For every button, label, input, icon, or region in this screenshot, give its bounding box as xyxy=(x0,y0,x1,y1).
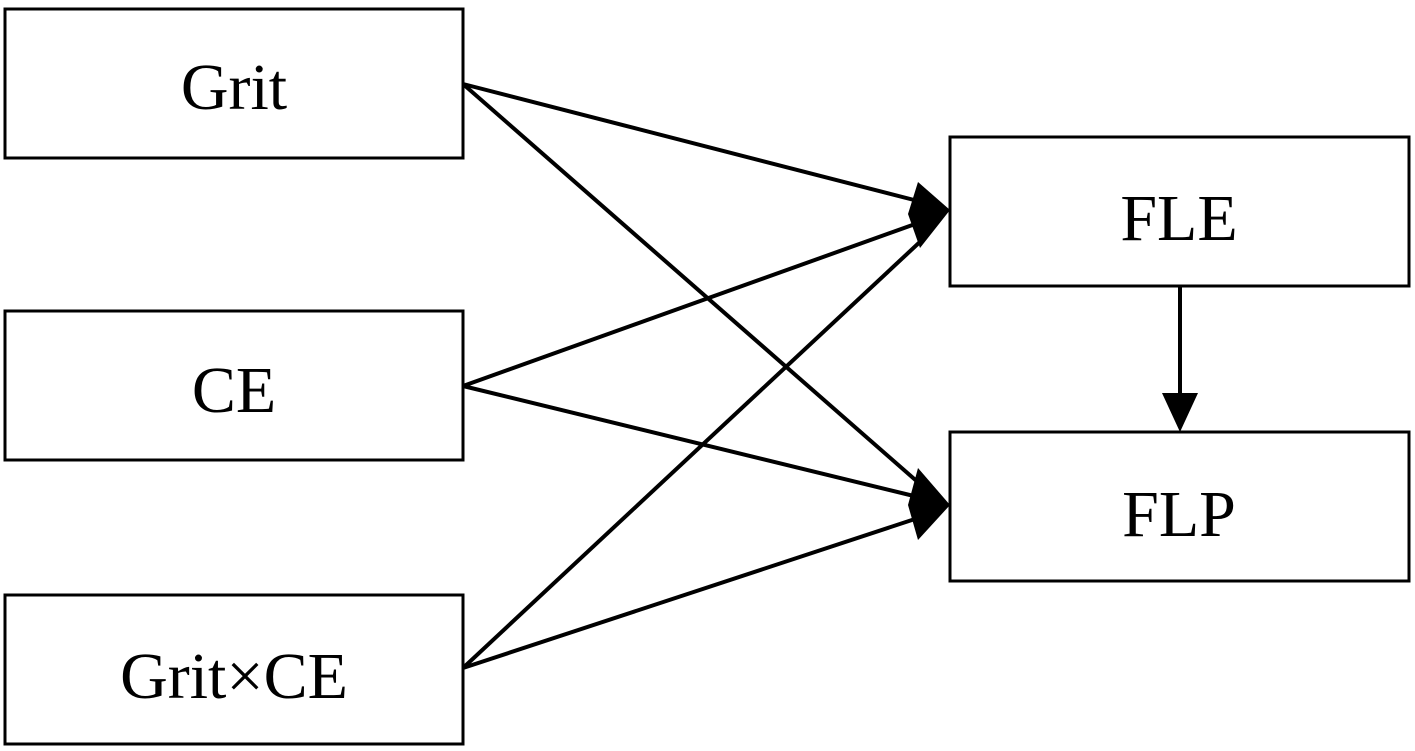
edge-grit-ce-to-fle xyxy=(461,238,924,670)
node-grit-ce-box xyxy=(3,593,465,746)
node-fle: FLE xyxy=(948,135,1411,288)
edge-grit-to-flp xyxy=(461,82,922,486)
node-flp-label: FLP xyxy=(1122,478,1236,551)
node-fle-label: FLE xyxy=(1120,182,1237,255)
node-ce-label: CE xyxy=(192,354,276,427)
node-ce-box xyxy=(3,309,465,462)
edge-grit-to-fle xyxy=(462,82,919,203)
node-fle-box xyxy=(948,135,1411,288)
arrowhead-into-flp xyxy=(908,468,950,540)
node-grit-label: Grit xyxy=(181,51,287,124)
node-grit-ce: Grit×CE xyxy=(3,593,465,746)
arrowheads xyxy=(908,182,1198,540)
arrowhead-into-fle xyxy=(908,182,950,248)
node-grit: Grit xyxy=(3,7,465,160)
edge-ce-to-fle xyxy=(462,221,919,388)
node-grit-box xyxy=(3,7,465,160)
edge-grit-ce-to-flp xyxy=(462,516,919,670)
node-grit-ce-label: Grit×CE xyxy=(120,640,348,713)
node-flp: FLP xyxy=(948,430,1411,583)
node-ce: CE xyxy=(3,309,465,462)
arrowhead-fle-to-flp xyxy=(1162,393,1198,432)
node-flp-box xyxy=(948,430,1411,583)
edges xyxy=(461,82,1182,670)
edge-ce-to-flp xyxy=(462,384,919,499)
